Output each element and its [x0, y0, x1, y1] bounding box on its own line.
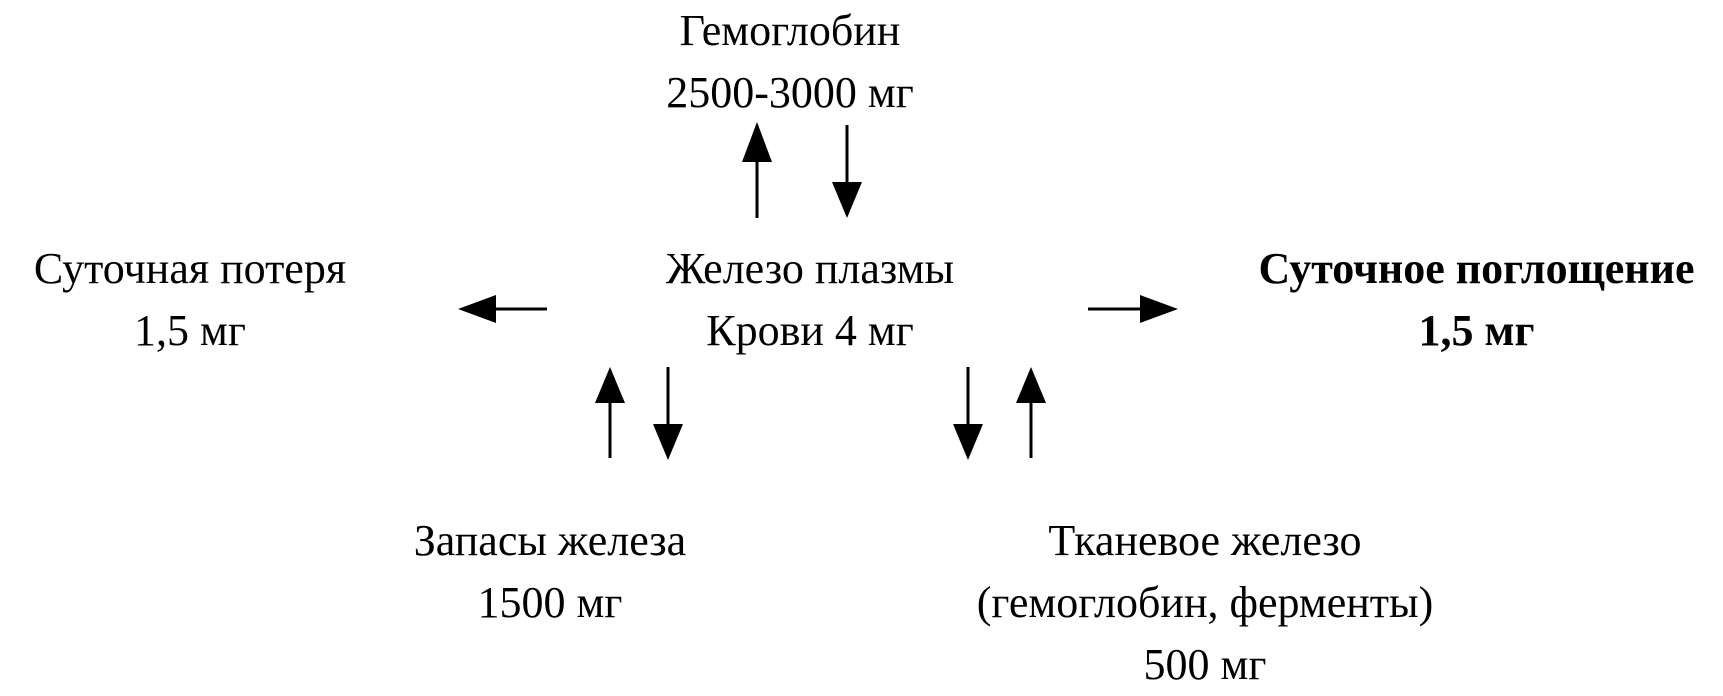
- arrows-layer: [458, 122, 1178, 460]
- node-hemoglobin-title: Гемоглобин: [679, 6, 901, 55]
- node-plasma-iron-amount: Крови 4 мг: [706, 306, 914, 355]
- arrow-tissue-iron-to-plasma: [1016, 367, 1046, 458]
- node-iron-stores-title: Запасы железа: [413, 516, 687, 565]
- arrow-plasma-to-iron-stores: [653, 367, 683, 460]
- node-hemoglobin-amount: 2500-3000 мг: [666, 68, 914, 117]
- node-daily-loss-title: Суточная потеря: [33, 244, 347, 293]
- node-iron-stores: Запасы железа 1500 мг: [380, 510, 720, 634]
- node-hemoglobin: Гемоглобин 2500-3000 мг: [630, 0, 950, 124]
- node-plasma-iron: Железо плазмы Крови 4 мг: [640, 238, 980, 362]
- node-daily-uptake-amount: 1,5 мг: [1418, 306, 1535, 355]
- node-iron-stores-amount: 1500 мг: [477, 578, 623, 627]
- node-tissue-iron-title: Тканевое железо: [1048, 516, 1362, 565]
- node-plasma-iron-title: Железо плазмы: [665, 244, 955, 293]
- arrow-plasma-to-hemoglobin: [742, 122, 772, 218]
- arrow-plasma-to-daily-loss: [458, 295, 547, 323]
- node-tissue-iron-detail: (гемоглобин, ферменты): [976, 578, 1434, 627]
- arrow-plasma-to-daily-uptake: [1088, 295, 1178, 323]
- node-daily-loss-amount: 1,5 мг: [134, 306, 246, 355]
- arrow-plasma-to-tissue-iron: [953, 367, 983, 460]
- node-daily-loss: Суточная потеря 1,5 мг: [0, 238, 380, 362]
- node-daily-uptake: Суточное поглощение 1,5 мг: [1230, 238, 1723, 362]
- node-daily-uptake-title: Суточное поглощение: [1258, 244, 1695, 293]
- arrow-iron-stores-to-plasma: [595, 367, 625, 458]
- arrow-hemoglobin-to-plasma: [832, 125, 862, 218]
